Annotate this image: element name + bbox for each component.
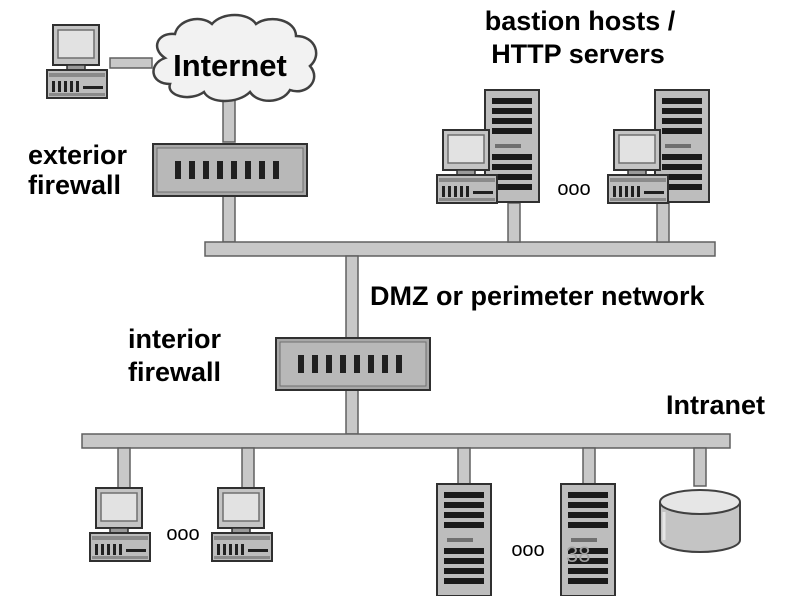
dmz-bus xyxy=(204,241,716,257)
interior-firewall-icon xyxy=(275,337,431,391)
intranet-drop-3 xyxy=(457,447,471,485)
page-number: 38 xyxy=(566,542,590,567)
dmz-drop-1 xyxy=(507,202,521,243)
intranet-server-icon xyxy=(560,483,616,596)
exterior-firewall-label-line1: exterior xyxy=(28,140,128,170)
internet-cloud-icon: Internet xyxy=(152,13,318,103)
exterior-firewall-icon xyxy=(152,143,308,197)
interior-firewall-label-line1: interior xyxy=(128,324,222,354)
interior-firewall-label-line2: firewall xyxy=(128,357,221,387)
bastion-workstation-icon xyxy=(436,129,498,204)
intranet-workstation-icon xyxy=(211,487,273,562)
internet-link-cable xyxy=(109,57,153,69)
internet-workstation-icon xyxy=(46,24,108,99)
bastion-workstation-icon xyxy=(607,129,669,204)
intranet-drop-2 xyxy=(241,447,255,489)
intranet-server-icon xyxy=(436,483,492,596)
bastion-hosts-label-line2: HTTP servers xyxy=(491,39,665,69)
database-icon xyxy=(659,489,741,553)
interior-firewall-cable xyxy=(345,389,359,435)
intranet-workstations-ellipsis: ooo xyxy=(166,523,199,545)
dmz-to-interior-cable xyxy=(345,255,359,339)
intranet-bus xyxy=(81,433,731,449)
intranet-drop-4 xyxy=(582,447,596,485)
intranet-label: Intranet xyxy=(666,390,765,420)
intranet-drop-1 xyxy=(117,447,131,489)
intranet-servers-ellipsis: ooo xyxy=(511,539,544,561)
network-cables xyxy=(81,57,731,489)
dmz-ellipsis: ooo xyxy=(557,178,590,200)
bastion-hosts-label-line1: bastion hosts / xyxy=(485,6,676,36)
exterior-firewall-label-line2: firewall xyxy=(28,170,121,200)
dmz-label: DMZ or perimeter network xyxy=(370,281,706,311)
intranet-drop-5 xyxy=(693,447,707,487)
intranet-workstation-icon xyxy=(89,487,151,562)
exterior-firewall-cable xyxy=(222,195,236,243)
internet-label: Internet xyxy=(173,48,287,83)
dmz-drop-2 xyxy=(656,202,670,243)
